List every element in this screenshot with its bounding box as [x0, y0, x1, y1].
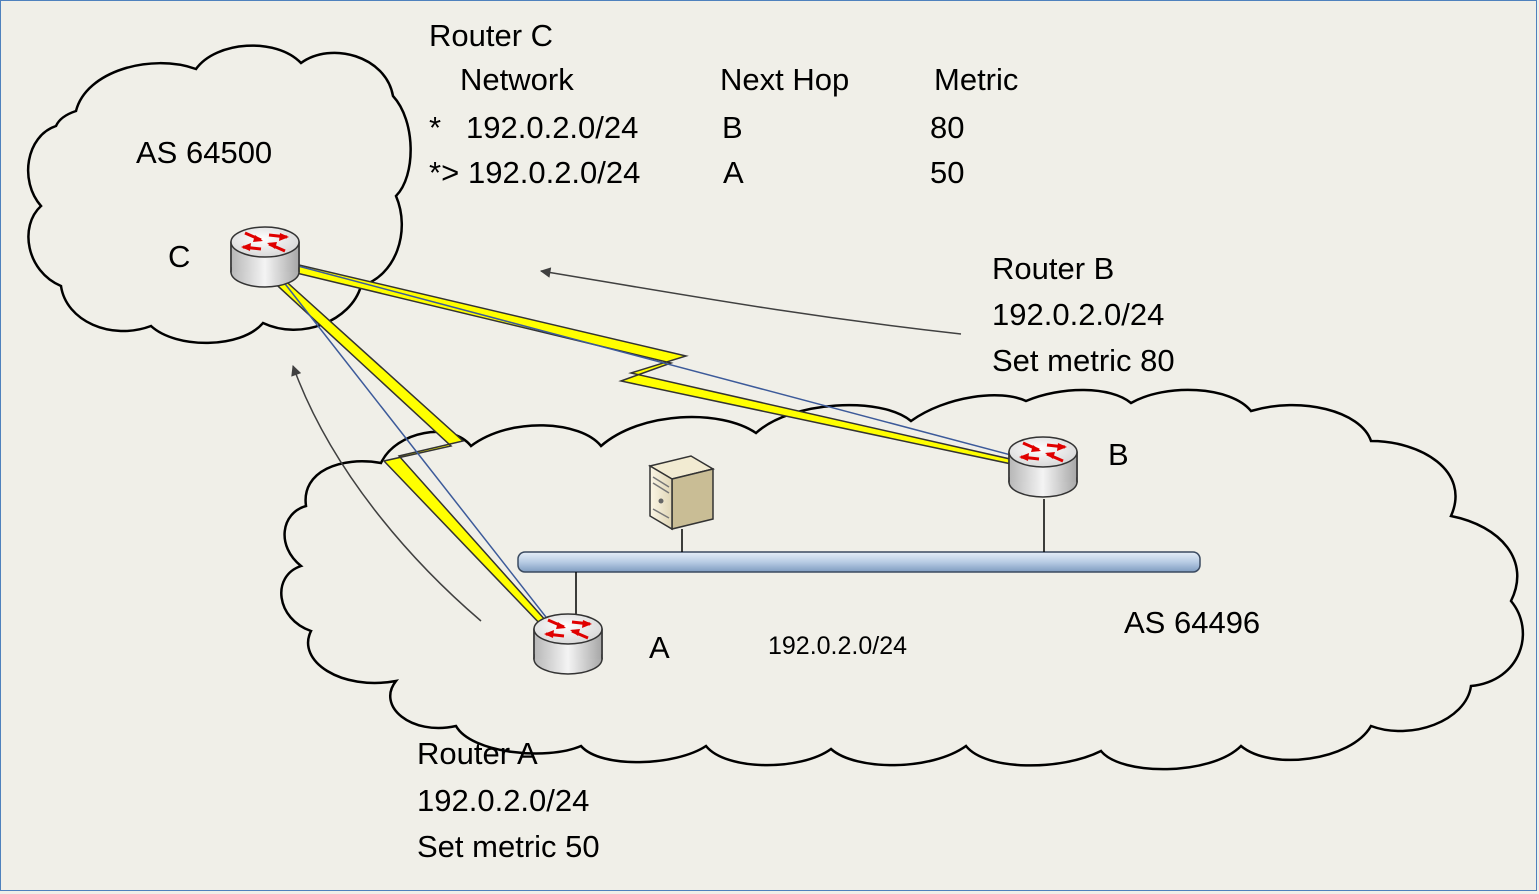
router-icon	[229, 225, 301, 289]
lan-segment	[517, 499, 1201, 621]
cloud-label-as-64496: AS 64496	[1124, 605, 1261, 640]
router-label-c: C	[168, 239, 191, 274]
route-network: 192.0.2.0/24	[466, 110, 639, 145]
router-icon	[1007, 435, 1079, 499]
cloud-label-as-64500: AS 64500	[136, 135, 273, 170]
cloud-icon	[26, 44, 412, 345]
router-b-note-action: Set metric 80	[992, 343, 1175, 378]
route-marker: *	[429, 110, 442, 145]
server-icon	[648, 455, 715, 531]
table-header-network: Network	[460, 62, 574, 97]
route-next-hop: A	[723, 155, 744, 190]
router-a-note-network: 192.0.2.0/24	[417, 783, 590, 818]
lan-label: 192.0.2.0/24	[768, 632, 908, 660]
route-next-hop: B	[722, 110, 743, 145]
table-header-metric: Metric	[934, 62, 1019, 97]
route-marker: *>	[429, 155, 460, 190]
route-advertisement-arrow-icon	[539, 267, 962, 335]
router-a-note-title: Router A	[417, 736, 538, 771]
cloud-icon	[280, 388, 1525, 771]
router-b-note-network: 192.0.2.0/24	[992, 297, 1165, 332]
table-header-next-hop: Next Hop	[720, 62, 850, 97]
router-c-table-title: Router C	[429, 18, 554, 53]
route-network: 192.0.2.0/24	[468, 155, 641, 190]
route-metric: 50	[930, 155, 965, 190]
route-advertisement-arrow-icon	[291, 365, 482, 622]
router-a-note-action: Set metric 50	[417, 829, 600, 864]
router-b-note-title: Router B	[992, 251, 1115, 286]
router-label-b: B	[1108, 437, 1129, 472]
router-label-a: A	[649, 630, 670, 665]
router-icon	[532, 612, 604, 676]
route-metric: 80	[930, 110, 965, 145]
